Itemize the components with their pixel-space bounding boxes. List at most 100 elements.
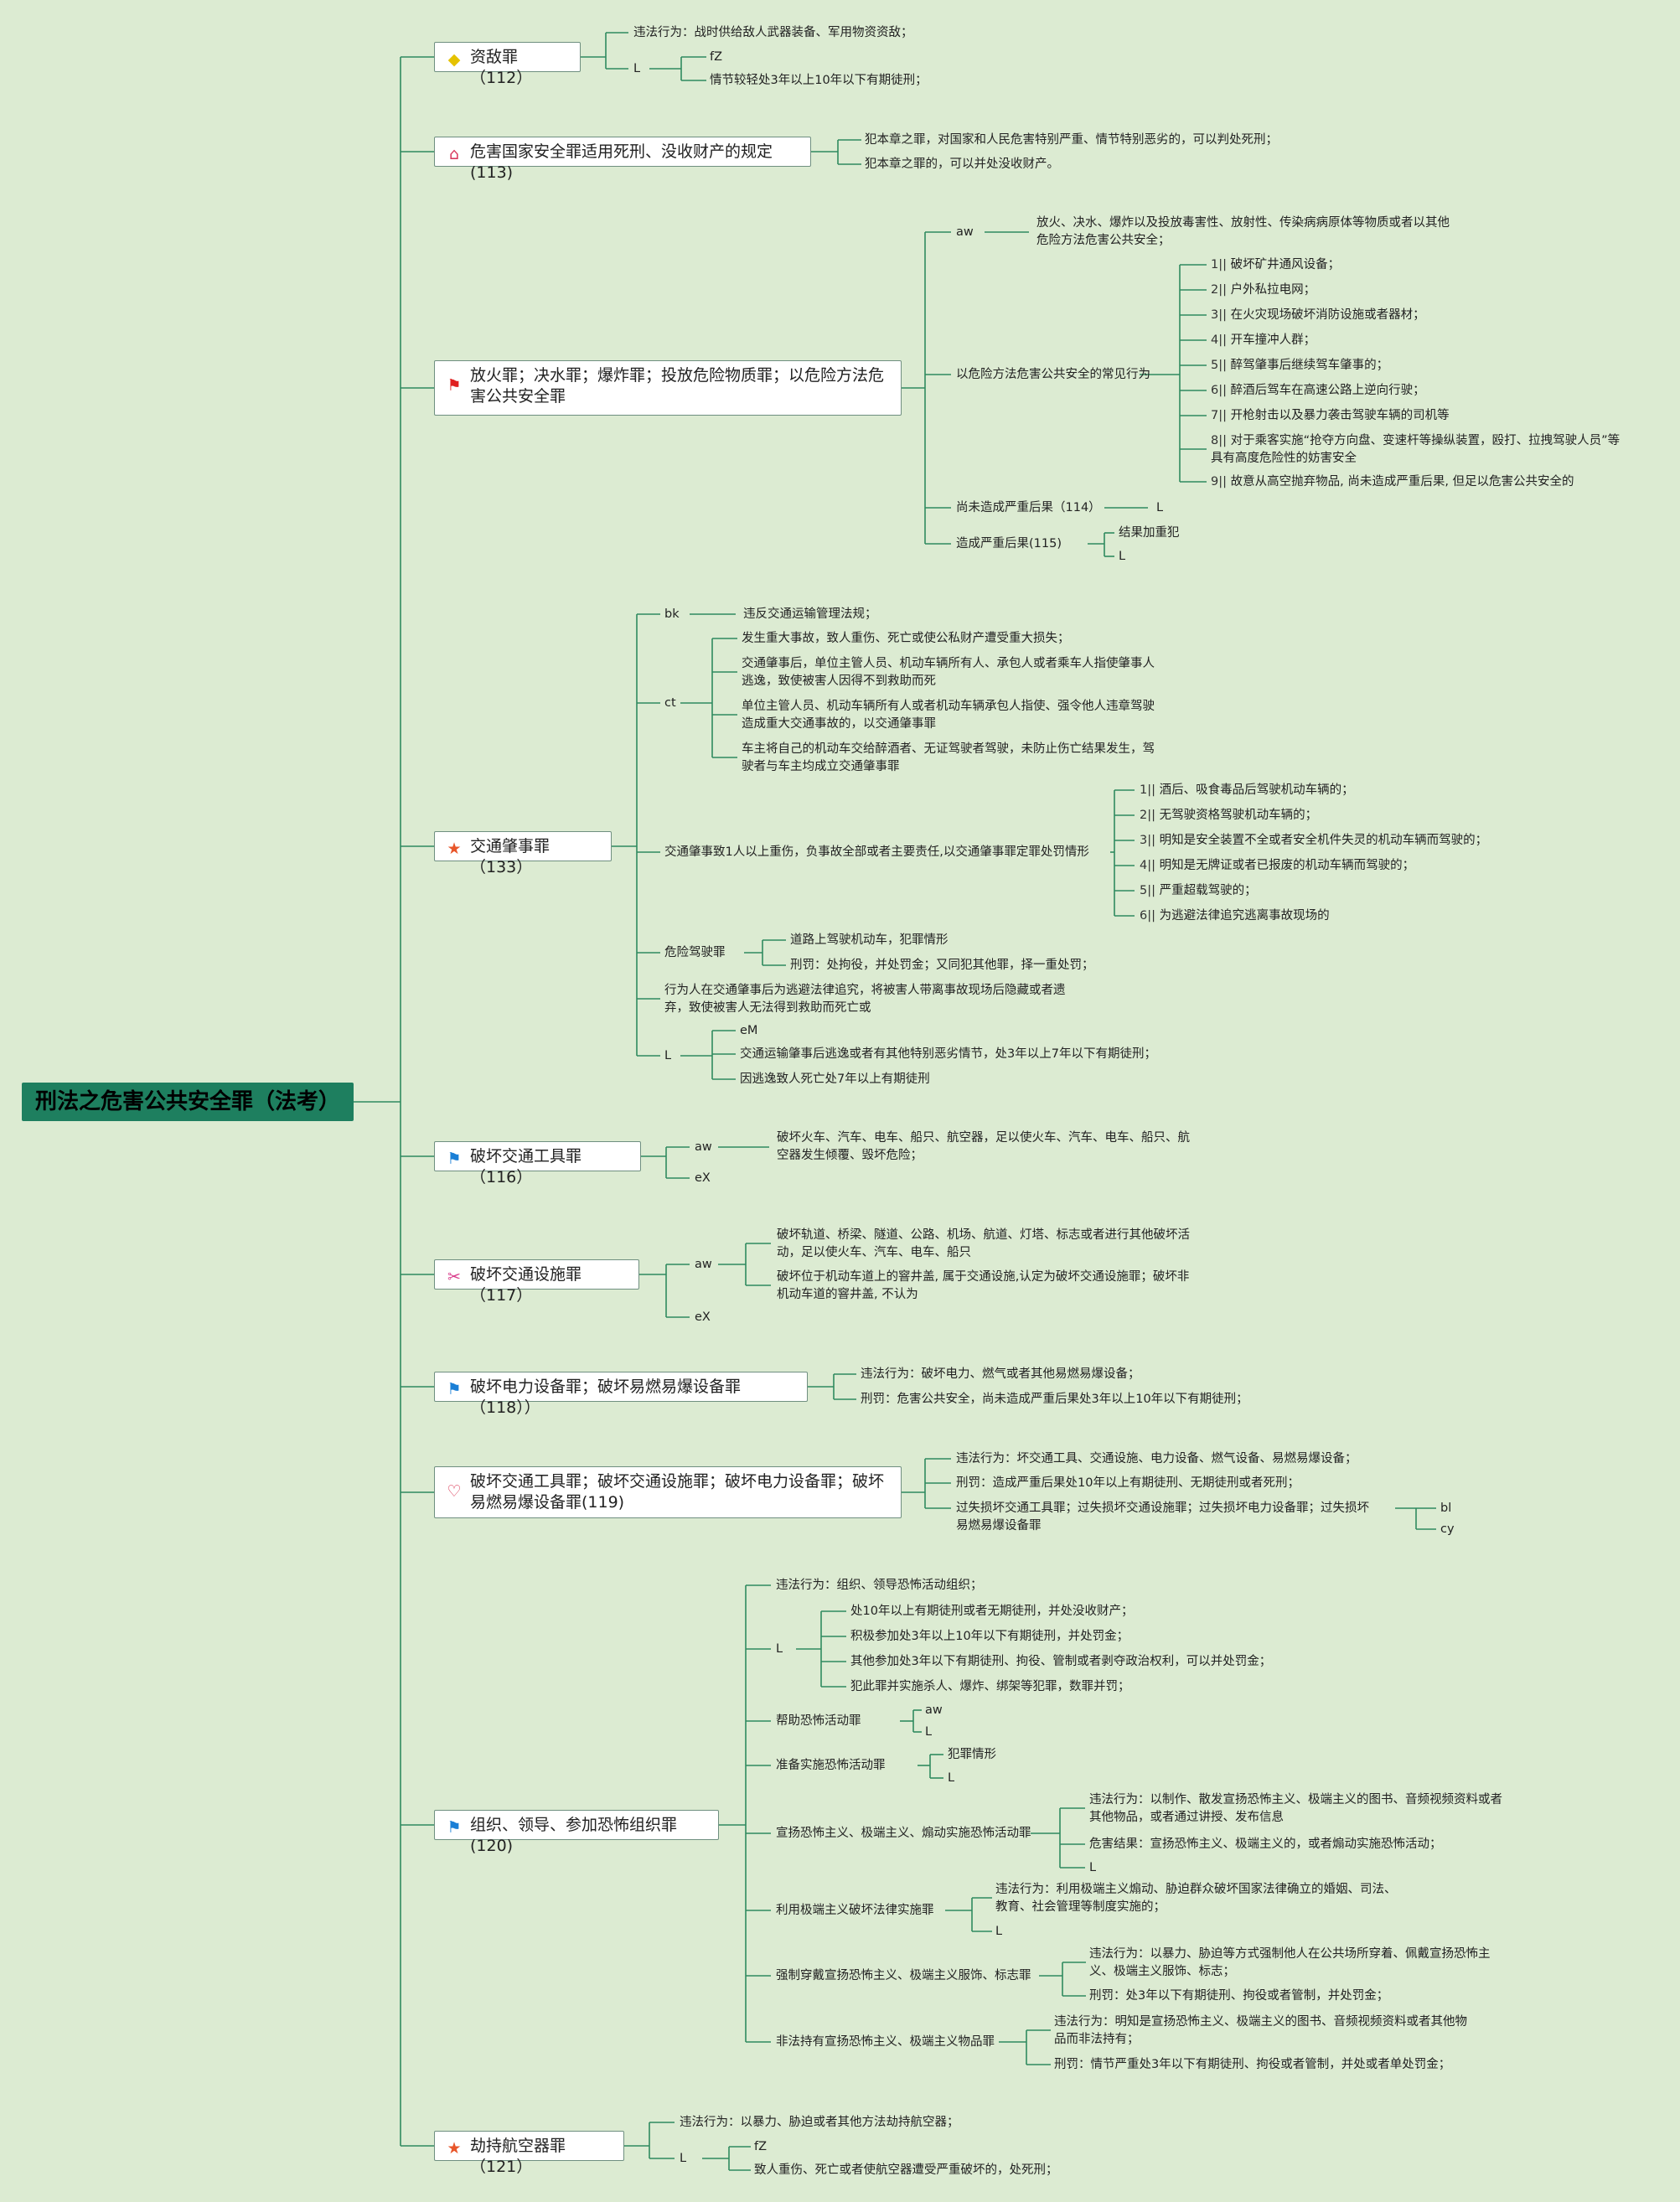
branch-topic[interactable]: ★ 交通肇事罪（133） bbox=[434, 831, 612, 876]
leaf-text: 破坏火车、汽车、电车、船只、航空器，足以使火车、汽车、电车、船只、航空器发生倾覆… bbox=[777, 1131, 1190, 1162]
leaf-text: eM bbox=[740, 1024, 758, 1037]
tools-icon: ✂ bbox=[447, 1268, 461, 1286]
leaf-text: 违法行为：明知是宣扬恐怖主义、极端主义的图书、音频视频资料或者其他物品而非法持有… bbox=[1054, 2015, 1467, 2046]
leaf-text: 道路上驾驶机动车，犯罪情形 bbox=[790, 933, 949, 947]
leaf-text: bl bbox=[1440, 1502, 1452, 1515]
branch-topic[interactable]: ♡ 破坏交通工具罪；破坏交通设施罪；破坏电力设备罪；破坏易燃易爆设备罪(119) bbox=[434, 1466, 902, 1518]
leaf-text: 1|| 酒后、吸食毒品后驾驶机动车辆的； bbox=[1140, 783, 1354, 797]
branch-label: 破坏交通工具罪（116） bbox=[470, 1147, 582, 1186]
leaf-text: 3|| 在火灾现场破坏消防设施或者器材； bbox=[1211, 308, 1425, 322]
leaf-text: 积极参加处3年以上10年以下有期徒刑，并处罚金； bbox=[850, 1630, 1129, 1643]
leaf-text: 5|| 严重超载驾驶的； bbox=[1140, 884, 1257, 897]
subtopic[interactable]: 交通肇事致1人以上重伤，负事故全部或者主要责任,以交通肇事罪定罪处罚情形 bbox=[664, 845, 1089, 859]
subtopic[interactable]: 非法持有宣扬恐怖主义、极端主义物品罪 bbox=[776, 2035, 995, 2049]
subtopic[interactable]: eX bbox=[695, 1310, 711, 1324]
leaf-text: 处10年以上有期徒刑或者无期徒刑，并处没收财产； bbox=[850, 1605, 1134, 1618]
leaf-text: L bbox=[925, 1725, 933, 1739]
subtopic[interactable]: aw bbox=[695, 1258, 712, 1271]
leaf-text: 违法行为：以暴力、胁迫等方式强制他人在公共场所穿着、佩戴宣扬恐怖主义、极端主义服… bbox=[1089, 1947, 1491, 1978]
branch-topic[interactable]: ⌂ 危害国家安全罪适用死刑、没收财产的规定(113) bbox=[434, 137, 811, 182]
home-icon: ⌂ bbox=[448, 145, 460, 163]
diamond-icon: ◆ bbox=[447, 50, 461, 69]
branch-label: 资敌罪（112） bbox=[470, 48, 533, 87]
subtopic[interactable]: bk bbox=[664, 607, 680, 621]
leaf-text: aw bbox=[925, 1703, 943, 1717]
leaf-text: fZ bbox=[754, 2140, 768, 2153]
leaf-text: 刑罚：处拘役，并处罚金；又同犯其他罪，择一重处罚； bbox=[790, 959, 1094, 972]
branch-topic[interactable]: ⚑ 放火罪；决水罪；爆炸罪；投放危险物质罪；以危险方法危害公共安全罪 bbox=[434, 360, 902, 416]
leaf-text: 危害结果：宣扬恐怖主义、极端主义的，或者煽动实施恐怖活动； bbox=[1089, 1838, 1442, 1851]
leaf-text: 情节较轻处3年以上10年以下有期徒刑； bbox=[710, 74, 928, 87]
leaf-text: L bbox=[948, 1771, 955, 1785]
leaf-text: 6|| 为逃避法律追究逃离事故现场的 bbox=[1140, 909, 1330, 923]
subtopic[interactable]: 造成严重后果(115) bbox=[956, 537, 1062, 550]
leaf-text: 破坏轨道、桥梁、隧道、公路、机场、航道、灯塔、标志或者进行其他破坏活动，足以使火… bbox=[777, 1228, 1190, 1259]
leaf-text: 违法行为：以制作、散发宣扬恐怖主义、极端主义的图书、音频视频资料或者其他物品，或… bbox=[1089, 1793, 1502, 1824]
leaf-text: 犯罪情形 bbox=[948, 1748, 996, 1761]
blue-flag-icon: ⚑ bbox=[447, 1380, 462, 1398]
blue-flag-icon: ⚑ bbox=[447, 1150, 462, 1168]
star-icon: ★ bbox=[447, 840, 462, 858]
subtopic[interactable]: eX bbox=[695, 1171, 711, 1185]
subtopic[interactable]: 刑罚：造成严重后果处10年以上有期徒刑、无期徒刑或者死刑； bbox=[956, 1476, 1300, 1490]
branch-topic[interactable]: ✂ 破坏交通设施罪（117） bbox=[434, 1259, 639, 1305]
subtopic[interactable]: 过失损坏交通工具罪；过失损坏交通设施罪；过失损坏电力设备罪；过失损坏易燃易爆设备… bbox=[956, 1502, 1369, 1533]
red-flag-icon: ⚑ bbox=[447, 376, 462, 395]
branch-topic[interactable]: ⚑ 组织、领导、参加恐怖组织罪(120) bbox=[434, 1810, 719, 1855]
branch-label: 危害国家安全罪适用死刑、没收财产的规定(113) bbox=[470, 142, 773, 182]
leaf-text: 结果加重犯 bbox=[1119, 526, 1180, 540]
leaf-text: 7|| 开枪射击以及暴力袭击驾驶车辆的司机等 bbox=[1211, 409, 1450, 422]
subtopic[interactable]: ct bbox=[664, 696, 676, 710]
leaf-text: 违法行为：破坏电力、燃气或者其他易燃易爆设备； bbox=[861, 1367, 1140, 1381]
subtopic[interactable]: 利用极端主义破坏法律实施罪 bbox=[776, 1904, 934, 1917]
leaf-text: 犯本章之罪，对国家和人民危害特别严重、情节特别恶劣的，可以判处死刑； bbox=[865, 133, 1278, 147]
subtopic[interactable]: 帮助恐怖活动罪 bbox=[776, 1714, 861, 1728]
subtopic[interactable]: 以危险方法危害公共安全的常见行为 bbox=[956, 368, 1150, 381]
branch-label: 破坏交通工具罪；破坏交通设施罪；破坏电力设备罪；破坏易燃易爆设备罪(119) bbox=[470, 1472, 885, 1512]
leaf-text: 发生重大事故，致人重伤、死亡或使公私财产遭受重大损失； bbox=[742, 632, 1070, 645]
leaf-text: 犯此罪并实施杀人、爆炸、绑架等犯罪，数罪并罚； bbox=[850, 1680, 1130, 1693]
branch-label: 放火罪；决水罪；爆炸罪；投放危险物质罪；以危险方法危害公共安全罪 bbox=[470, 366, 885, 406]
subtopic[interactable]: 违法行为：组织、领导恐怖活动组织； bbox=[776, 1579, 983, 1592]
subtopic[interactable]: L bbox=[776, 1642, 783, 1656]
leaf-text: L bbox=[633, 62, 641, 75]
leaf-text: fZ bbox=[710, 50, 723, 64]
subtopic[interactable]: L bbox=[664, 1049, 672, 1062]
branch-label: 劫持航空器罪（121） bbox=[470, 2137, 566, 2176]
leaf-text: 刑罚：情节严重处3年以下有期徒刑、拘役或者管制，并处或者单处罚金； bbox=[1054, 2058, 1451, 2071]
heart-icon: ♡ bbox=[447, 1482, 462, 1501]
branch-topic[interactable]: ★ 劫持航空器罪（121） bbox=[434, 2131, 624, 2176]
subtopic[interactable]: aw bbox=[695, 1140, 712, 1154]
branch-label: 组织、领导、参加恐怖组织罪(120) bbox=[470, 1816, 678, 1855]
leaf-text: 3|| 明知是安全装置不全或者安全机件失灵的机动车辆而驾驶的； bbox=[1140, 834, 1488, 847]
blue-flag-icon: ⚑ bbox=[447, 1818, 462, 1837]
leaf-text: 车主将自己的机动车交给醉酒者、无证驾驶者驾驶，未防止伤亡结果发生，驾驶者与车主均… bbox=[742, 742, 1155, 773]
subtopic[interactable]: 危险驾驶罪 bbox=[664, 946, 726, 959]
branch-topic[interactable]: ◆ 资敌罪（112） bbox=[434, 42, 581, 87]
leaf-text: L bbox=[1119, 550, 1126, 563]
subtopic[interactable]: 行为人在交通肇事后为逃避法律追究，将被害人带离事故现场后隐藏或者遗弃，致使被害人… bbox=[664, 984, 1066, 1015]
leaf-text: 刑罚：危害公共安全，尚未造成严重后果处3年以上10年以下有期徒刑； bbox=[861, 1393, 1248, 1406]
subtopic[interactable]: 尚未造成严重后果（114） bbox=[956, 501, 1101, 514]
leaf-text: 放火、决水、爆炸以及投放毒害性、放射性、传染病病原体等物质或者以其他危险方法危害… bbox=[1036, 216, 1450, 247]
leaf-text: 破坏位于机动车道上的窨井盖, 属于交通设施,认定为破坏交通设施罪；破坏非机动车道… bbox=[777, 1270, 1190, 1301]
branch-topic[interactable]: ⚑ 破坏交通工具罪（116） bbox=[434, 1141, 641, 1186]
leaf-text: 6|| 醉酒后驾车在高速公路上逆向行驶； bbox=[1211, 384, 1425, 397]
subtopic[interactable]: 强制穿戴宣扬恐怖主义、极端主义服饰、标志罪 bbox=[776, 1969, 1031, 1982]
subtopic[interactable]: 违法行为：坏交通工具、交通设施、电力设备、燃气设备、易燃易爆设备； bbox=[956, 1452, 1357, 1465]
leaf-text: 单位主管人员、机动车辆所有人或者机动车辆承包人指使、强令他人违章驾驶造成重大交通… bbox=[742, 700, 1155, 731]
leaf-text: L bbox=[1089, 1861, 1097, 1874]
root-topic[interactable]: 刑法之危害公共安全罪（法考） bbox=[22, 1083, 354, 1121]
subtopic[interactable]: aw bbox=[956, 225, 974, 239]
leaf-text: 4|| 开车撞冲人群； bbox=[1211, 333, 1316, 347]
subtopic[interactable]: 准备实施恐怖活动罪 bbox=[776, 1759, 886, 1772]
leaf-text: 8|| 对于乘客实施“抢夺方向盘、变速杆等操纵装置，殴打、拉拽驾驶人员”等具有高… bbox=[1211, 434, 1621, 465]
branch-label: 破坏电力设备罪；破坏易燃易爆设备罪（118）） bbox=[470, 1378, 742, 1417]
subtopic[interactable]: 宣扬恐怖主义、极端主义、煽动实施恐怖活动罪 bbox=[776, 1827, 1031, 1840]
leaf-text: 其他参加处3年以下有期徒刑、拘役、管制或者剥夺政治权利，可以并处罚金； bbox=[850, 1655, 1272, 1668]
leaf-text: 交通运输肇事后逃逸或者有其他特别恶劣情节，处3年以上7年以下有期徒刑； bbox=[740, 1047, 1156, 1061]
branch-label: 破坏交通设施罪（117） bbox=[470, 1265, 582, 1305]
branch-topic[interactable]: ⚑ 破坏电力设备罪；破坏易燃易爆设备罪（118）） bbox=[434, 1372, 808, 1417]
leaf-text: 4|| 明知是无牌证或者已报废的机动车辆而驾驶的； bbox=[1140, 859, 1415, 872]
